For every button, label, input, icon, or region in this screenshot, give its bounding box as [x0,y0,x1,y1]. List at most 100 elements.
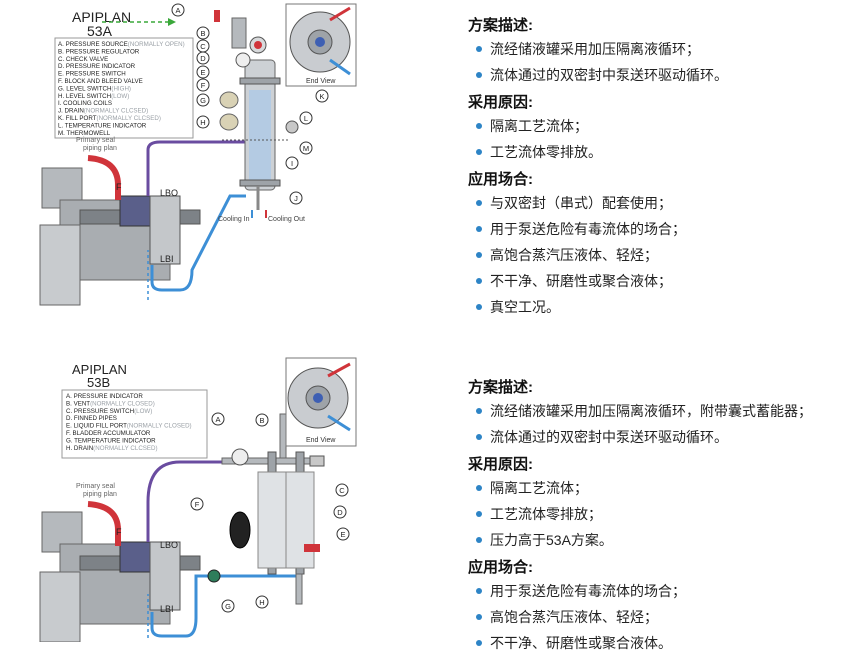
bullet-item: 工艺流体零排放； [468,504,812,524]
plan-code: 53B [87,375,110,390]
bullet-text: 流体通过的双密封中泵送环驱动循环。 [490,429,728,445]
bullet-item: 真空工况。 [468,297,728,317]
end-view-inset [285,3,357,87]
bullet-item: 流经储液罐采用加压隔离液循环，附带囊式蓄能器； [468,401,812,421]
callout-label: D [200,54,206,63]
legend-item: H. LEVEL SWITCH(LOW) [58,93,129,100]
bullet-dot-icon [476,537,482,543]
bullet-text: 隔离工艺流体； [490,118,588,134]
bullet-text: 与双密封（串式）配套使用； [490,195,672,211]
callout-label: E [340,530,345,539]
pump-body [39,167,201,306]
bullet-text: 用于泵送危险有毒流体的场合； [490,221,686,237]
plan-53a-svg: APIPLAN 53A A. PRESSURE SOURCE(NORMALLY … [39,3,357,306]
section-heading: 方案描述: [468,379,533,396]
plan-53a-diagram: APIPLAN 53A A. PRESSURE SOURCE(NORMALLY … [0,0,460,320]
callout-label: F [195,500,200,509]
legend-item: A. PRESSURE SOURCE(NORMALLY OPEN) [58,41,185,48]
cooling-out-label: Cooling Out [268,216,305,223]
seal-label-line1: Primary seal [76,137,115,144]
legend-item: H. DRAIN(NORMALLY CLCSED) [66,445,158,452]
lbo-pipe [146,130,248,196]
bullet-dot-icon [476,252,482,258]
bullet-text: 工艺流体零排放。 [490,144,602,160]
section-heading: 采用原因: [468,456,533,473]
callout-circle [196,115,210,129]
bullet-dot-icon [476,511,482,517]
callout-label: J [294,194,298,203]
bullet-item: 流体通过的双密封中泵送环驱动循环。 [468,427,812,447]
plan-53b-description: 方案描述: 流经储液罐采用加压隔离液循环，附带囊式蓄能器； 流体通过的双密封中泵送环… [468,370,812,659]
bullet-dot-icon [476,614,482,620]
bullet-dot-icon [476,485,482,491]
bullet-item: 高饱合蒸汽压液体、轻烃； [468,607,812,627]
section-heading: 应用场合: [468,559,533,576]
plan-code: 53A [87,23,113,39]
bullet-item: 不干净、研磨性或聚合液体。 [468,633,812,653]
callout-circle [196,78,210,92]
section-heading: 方案描述: [468,17,533,34]
bullet-text: 流体通过的双密封中泵送环驱动循环。 [490,67,728,83]
bullet-dot-icon [476,226,482,232]
flush-pipe [87,155,121,200]
callout-label: L [304,114,308,123]
bullet-item: 与双密封（串式）配套使用； [468,193,728,213]
bullet-item: 流体通过的双密封中泵送环驱动循环。 [468,65,728,85]
bullet-text: 高饱合蒸汽压液体、轻烃； [490,609,658,625]
callout-label: H [200,118,205,127]
callout-label: I [291,159,293,168]
bullet-text: 用于泵送危险有毒流体的场合； [490,583,686,599]
bullet-item: 隔离工艺流体； [468,478,812,498]
seal-label-line2: piping plan [83,491,117,498]
callout-circle [196,51,210,65]
lbi-pipe [150,194,246,292]
legend-item: F. BLADDER ACCUMULATOR [66,430,151,437]
f-label: F [116,527,122,537]
bullet-item: 不干净、研磨性或聚合液体； [468,271,728,291]
f-label: F [116,182,122,192]
legend-item: M. THERMOWELL [58,130,111,137]
bullet-item: 用于泵送危险有毒流体的场合； [468,581,812,601]
callout-circle [336,527,350,541]
flush-pipe [87,501,121,546]
callout-circle [289,191,303,205]
seal-label-line2: piping plan [83,145,117,152]
plan-title: APIPLAN [72,362,127,377]
legend-item: F. BLOCK AND BLEED VALVE [58,78,143,85]
end-view-label: End View [306,437,336,444]
lbo-label: LBO [160,540,178,550]
bullet-text: 不干净、研磨性或聚合液体。 [490,635,672,651]
callout-label: F [201,81,206,90]
legend-item: J. DRAIN(NORMALLY CLCSED) [58,108,148,115]
callout-label: E [200,68,205,77]
legend-item: L. TEMPERATURE INDICATOR [58,122,147,129]
legend-item: E. LIQUID FILL PORT(NORMALLY CLOSED) [66,423,192,430]
callout-circle [221,599,235,613]
callout-circle [196,26,210,40]
callout-circle [299,111,313,125]
bullet-dot-icon [476,123,482,129]
bullet-text: 不干净、研磨性或聚合液体； [490,273,672,289]
legend-item: D. PRESSURE INDICATOR [58,63,136,70]
bullet-text: 真空工况。 [490,299,560,315]
callout-label: M [303,144,309,153]
pressure-source-arrow [168,18,176,26]
bullet-dot-icon [476,200,482,206]
bullet-item: 压力高于53A方案。 [468,530,812,550]
legend-item: D. FINNED PIPES [66,415,117,422]
callout-label: A [175,6,180,15]
bullet-dot-icon [476,278,482,284]
legend-item: I. COOLING COILS [58,100,112,107]
plan-title: APIPLAN [72,9,131,25]
legend-item: K. FILL PORT(NORMALLY CLCSED) [58,115,161,122]
bullet-dot-icon [476,149,482,155]
bullet-dot-icon [476,588,482,594]
callout-label: C [339,486,345,495]
callout-label: H [259,598,264,607]
callout-label: K [319,92,324,101]
